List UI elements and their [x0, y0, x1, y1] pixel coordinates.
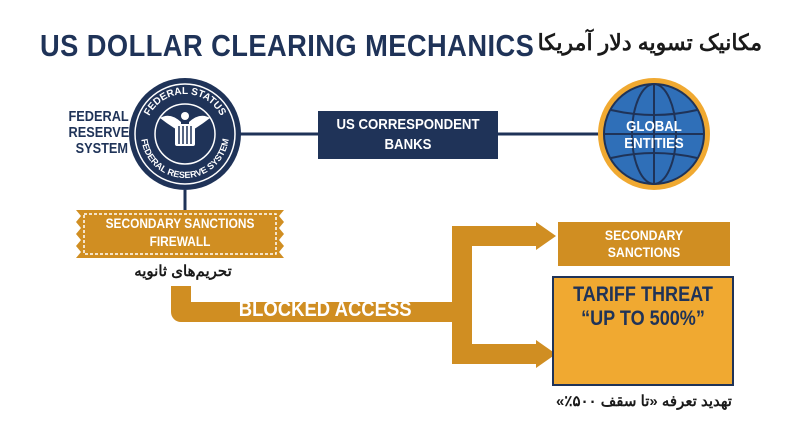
firewall-banner	[76, 210, 284, 258]
tariff-threat-label: TARIFF THREAT “UP TO 500%”	[556, 283, 730, 331]
secondary-line: SANCTIONS	[607, 244, 681, 260]
fed-label-line: RESERVE	[68, 124, 130, 141]
global-line: ENTITIES	[624, 135, 684, 152]
tariff-threat-box	[552, 276, 734, 386]
blocked-access-text: BLOCKED ACCESS	[238, 298, 412, 321]
blocked-access-label: BLOCKED ACCESS	[225, 298, 425, 322]
correspondent-banks-box: US CORRESPONDENT BANKS	[318, 111, 498, 159]
firewall-line: FIREWALL	[149, 233, 211, 249]
correspondent-line: US CORRESPONDENT	[336, 116, 480, 133]
arrowhead-lower	[536, 340, 556, 368]
firewall-label: SECONDARY SANCTIONS FIREWALL	[80, 214, 280, 250]
global-line: GLOBAL	[626, 118, 682, 135]
correspondent-line: BANKS	[384, 136, 432, 153]
secondary-sanctions-box: SECONDARY SANCTIONS	[558, 222, 730, 266]
tariff-threat-persian: تهدید تعرفه «تا سقف ۵۰۰٪»	[556, 393, 732, 410]
globe-icon	[598, 78, 710, 190]
fed-label-line: SYSTEM	[75, 140, 128, 157]
global-entities-label: GLOBAL ENTITIES	[604, 118, 704, 152]
tariff-line: “UP TO 500%”	[581, 307, 705, 330]
arrowhead-upper	[536, 222, 556, 250]
secondary-line: SECONDARY	[604, 227, 684, 243]
fed-label: FEDERAL RESERVE SYSTEM	[58, 108, 130, 157]
secondary-sanctions-persian: تحریم‌های ثانویه	[134, 263, 232, 280]
firewall-line: SECONDARY SANCTIONS	[105, 215, 255, 231]
page-title: US DOLLAR CLEARING MECHANICS	[40, 28, 535, 63]
blocked-access-arrow	[171, 226, 540, 364]
fed-label-line: FEDERAL	[68, 108, 129, 125]
fed-seal-icon: FEDERAL STATUS FEDERAL RESERVE SYSTEM	[129, 78, 241, 190]
tariff-line: TARIFF THREAT	[573, 283, 713, 306]
page-title-persian: مکانیک تسویه دلار آمریکا	[537, 30, 762, 55]
